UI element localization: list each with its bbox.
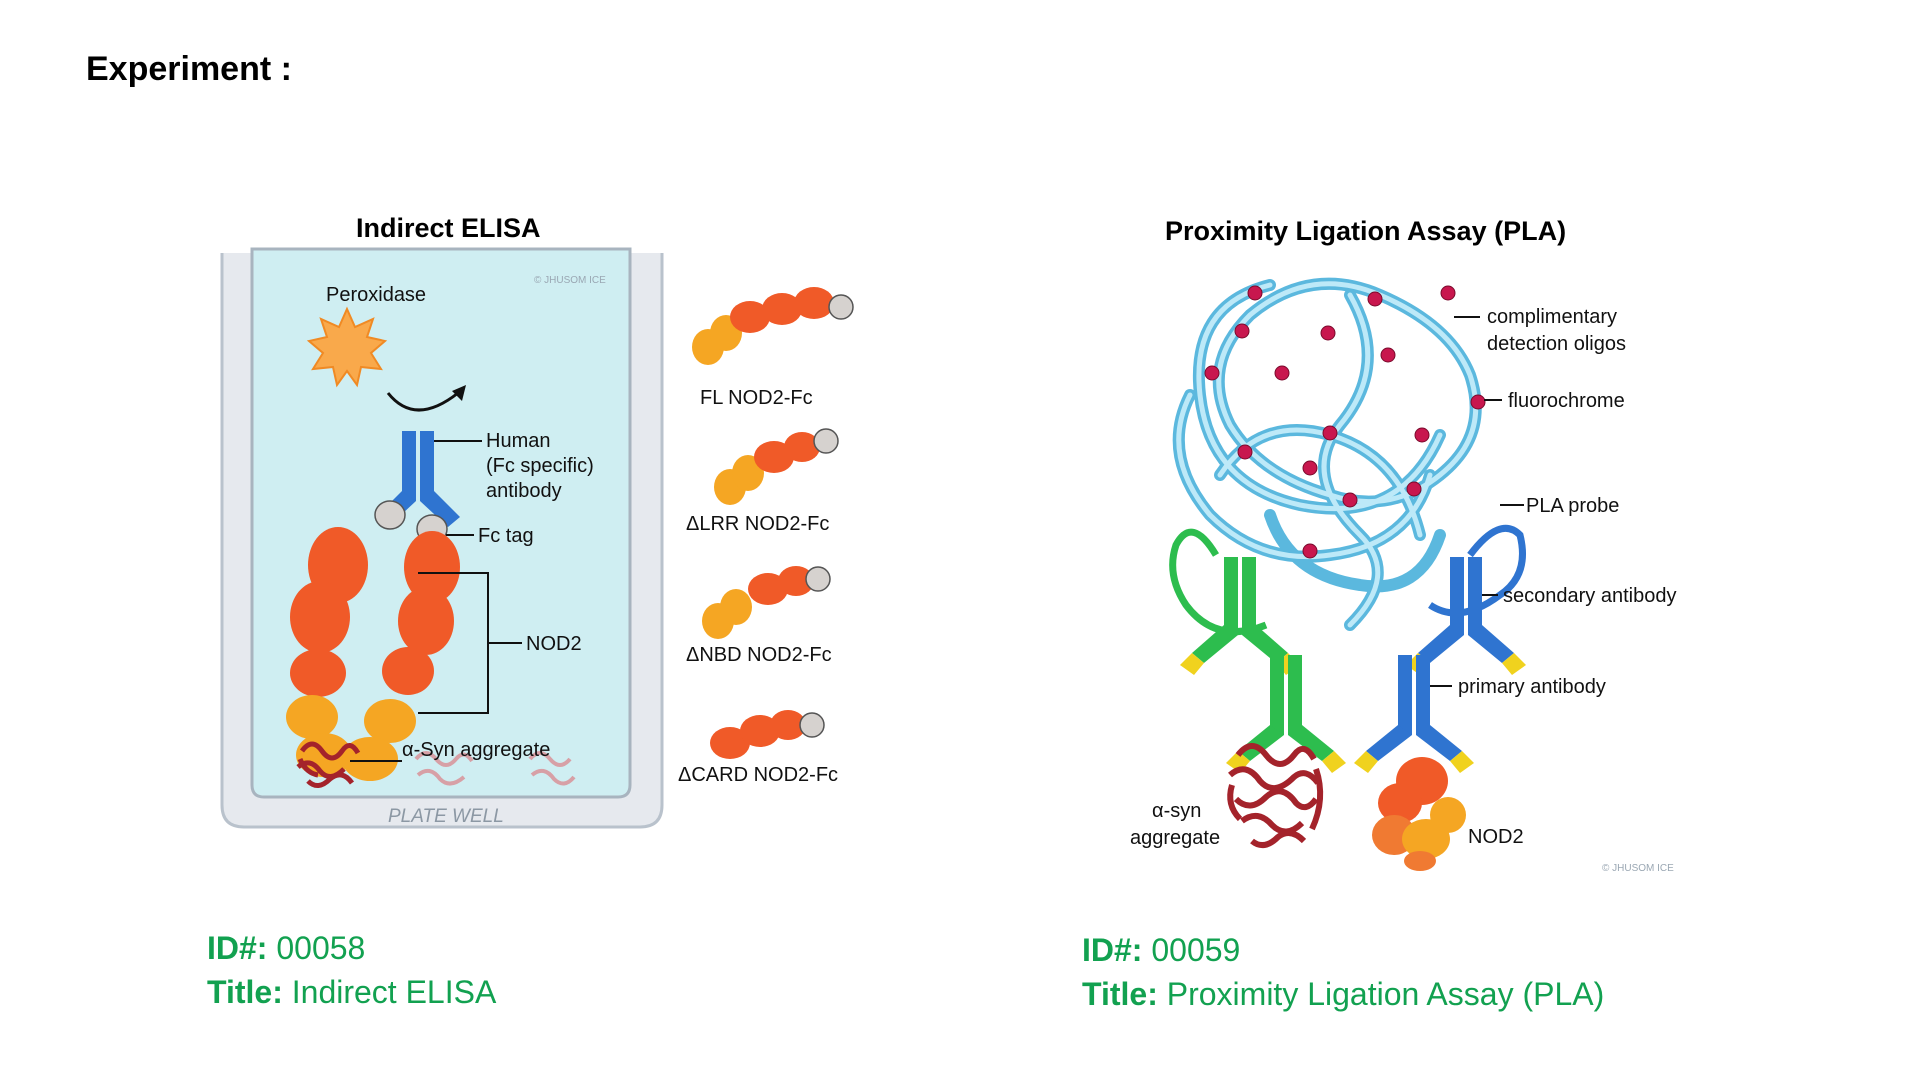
oligos-label-line1: complimentary xyxy=(1487,306,1617,328)
construct-fl xyxy=(692,287,854,365)
antibody-label-line3: antibody xyxy=(486,480,562,502)
elisa-figure-title: Indirect ELISA xyxy=(356,213,541,243)
fc-tag-left xyxy=(374,500,406,530)
construct-dlrr xyxy=(714,428,839,505)
construct-label-dlrr: ΔLRR NOD2-Fc xyxy=(686,513,829,535)
elisa-title-label: Title: xyxy=(207,974,283,1010)
reaction-arrow xyxy=(386,391,459,412)
pla-title-row: Title: Proximity Ligation Assay (PLA) xyxy=(1082,972,1604,1016)
elisa-id-value: 00058 xyxy=(276,930,366,966)
asyn-label-line1: α-syn xyxy=(1152,800,1201,822)
antibody-label-line1: Human xyxy=(486,430,550,452)
asyn-aggregate xyxy=(296,741,361,788)
pla-meta: ID#: 00059 Title: Proximity Ligation Ass… xyxy=(1082,928,1604,1016)
asyn-aggregate xyxy=(1227,743,1324,849)
antibody-label-line2: (Fc specific) xyxy=(486,455,594,477)
nod2-label: NOD2 xyxy=(526,633,582,655)
peroxidase-label: Peroxidase xyxy=(326,284,426,306)
primary-antibody-left xyxy=(1226,655,1346,773)
pla-figure-title: Proximity Ligation Assay (PLA) xyxy=(1165,216,1567,246)
pla-title-value: Proximity Ligation Assay (PLA) xyxy=(1166,976,1605,1012)
pla-probe-label: PLA probe xyxy=(1526,495,1619,517)
pla-id-label: ID#: xyxy=(1082,932,1143,968)
primary-antibody-right xyxy=(1354,655,1474,773)
pla-id-row: ID#: 00059 xyxy=(1082,928,1604,972)
pla-diagram: complimentary detection oligos fluorochr… xyxy=(1120,255,1730,875)
pla-watermark: © JHUSOM ICE xyxy=(1602,863,1674,874)
pla-title-label: Title: xyxy=(1082,976,1158,1012)
elisa-id-row: ID#: 00058 xyxy=(207,926,496,970)
construct-label-dnbd: ΔNBD NOD2-Fc xyxy=(686,644,832,666)
nod2-protein xyxy=(1372,757,1466,871)
fluorochrome-dots xyxy=(1204,285,1486,559)
nod2-label: NOD2 xyxy=(1468,826,1524,848)
asyn-aggregate-label: α-Syn aggregate xyxy=(402,739,550,761)
elisa-title-value: Indirect ELISA xyxy=(291,974,497,1010)
asyn-aggregate-faded xyxy=(414,751,576,786)
construct-dcard xyxy=(710,710,825,759)
primary-antibody-label: primary antibody xyxy=(1458,676,1606,698)
fc-tag-label: Fc tag xyxy=(478,525,534,547)
elisa-id-label: ID#: xyxy=(207,930,268,966)
pla-id-value: 00059 xyxy=(1151,932,1241,968)
elisa-diagram: PLATE WELL © JHUSOM ICE Peroxidase Human… xyxy=(220,245,870,835)
secondary-antibody-label: secondary antibody xyxy=(1503,585,1676,607)
elisa-watermark: © JHUSOM ICE xyxy=(534,275,606,286)
plate-well-label: PLATE WELL xyxy=(388,806,504,827)
reaction-arrowhead xyxy=(452,385,466,401)
asyn-label-line2: aggregate xyxy=(1130,827,1220,849)
fluorochrome-label: fluorochrome xyxy=(1508,390,1625,412)
construct-label-fl: FL NOD2-Fc xyxy=(700,387,813,409)
nod2-protein xyxy=(286,527,460,781)
construct-dnbd xyxy=(702,566,831,639)
oligos-label-line2: detection oligos xyxy=(1487,333,1626,355)
construct-label-dcard: ΔCARD NOD2-Fc xyxy=(678,764,838,786)
page-heading: Experiment : xyxy=(86,50,292,88)
peroxidase-icon xyxy=(306,306,388,388)
elisa-title-row: Title: Indirect ELISA xyxy=(207,970,496,1014)
elisa-meta: ID#: 00058 Title: Indirect ELISA xyxy=(207,926,496,1014)
